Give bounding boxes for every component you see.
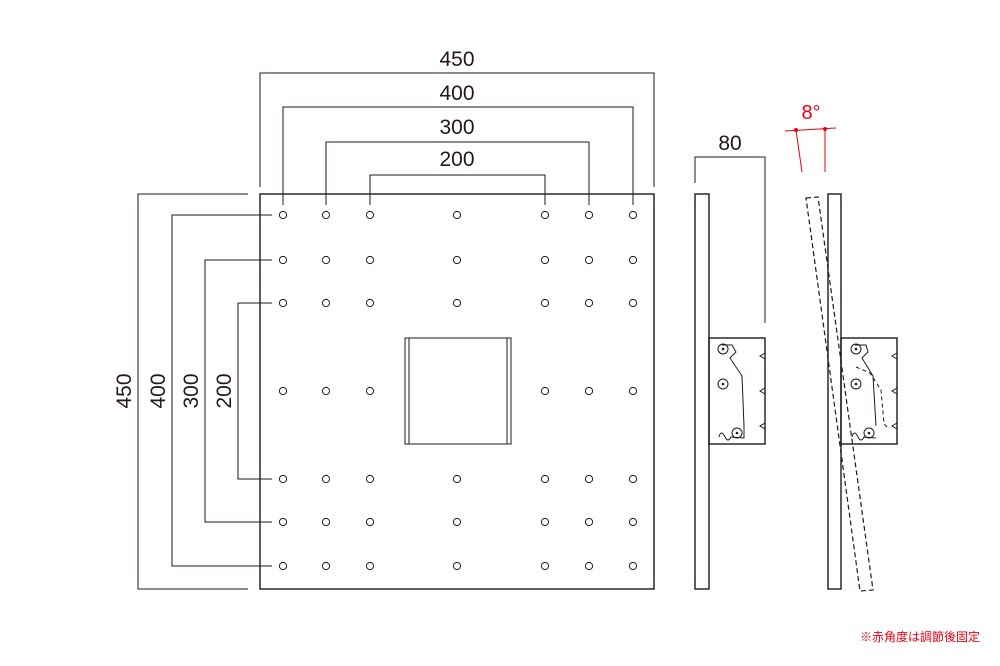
mounting-hole	[540, 561, 550, 571]
left-dimension-300: 300	[180, 259, 272, 523]
mounting-hole	[540, 210, 550, 220]
mounting-hole	[321, 474, 331, 484]
mounting-hole	[584, 386, 594, 396]
dim-label: 450	[113, 373, 136, 408]
mounting-hole	[321, 517, 331, 527]
dim-label: 450	[439, 48, 474, 71]
side-view: 80	[694, 132, 766, 590]
mounting-hole	[540, 386, 550, 396]
mounting-hole	[365, 474, 375, 484]
left-dimension-450: 450	[113, 193, 248, 590]
mounting-hole	[365, 561, 375, 571]
mounting-hole	[452, 517, 462, 527]
dim-label: 400	[147, 373, 170, 408]
left-dimension-400: 400	[147, 214, 272, 567]
dim-label: 400	[439, 82, 474, 105]
dim-label: 200	[213, 373, 236, 408]
mounting-hole	[628, 474, 638, 484]
mounting-hole	[321, 561, 331, 571]
angle-label: 8°	[801, 102, 820, 124]
mounting-hole	[321, 255, 331, 265]
mounting-hole	[321, 386, 331, 396]
mounting-hole	[365, 210, 375, 220]
mounting-hole	[365, 386, 375, 396]
mounting-hole	[628, 210, 638, 220]
top-dimension-200: 200	[369, 148, 546, 205]
center-opening	[404, 337, 512, 445]
mounting-hole	[584, 561, 594, 571]
mounting-hole	[628, 517, 638, 527]
dim-label: 300	[180, 373, 203, 408]
mounting-hole	[278, 210, 288, 220]
mounting-hole	[628, 561, 638, 571]
angle-indicator	[784, 127, 837, 173]
dim-label: 300	[439, 116, 474, 139]
hole-grid	[278, 210, 638, 571]
mounting-hole	[540, 474, 550, 484]
mounting-hole	[452, 561, 462, 571]
top-dimension-300: 300	[325, 116, 590, 205]
bracket-hook	[717, 343, 766, 441]
mounting-hole	[584, 255, 594, 265]
mounting-hole	[452, 298, 462, 308]
tilted-plate-outline	[805, 196, 874, 592]
mounting-hole	[365, 298, 375, 308]
mounting-hole	[584, 517, 594, 527]
mounting-hole	[452, 210, 462, 220]
mounting-hole	[628, 255, 638, 265]
mounting-hole	[278, 517, 288, 527]
mounting-hole	[278, 386, 288, 396]
mounting-hole	[540, 298, 550, 308]
note-text: ※赤角度は調節後固定	[860, 629, 980, 644]
mounting-hole	[365, 517, 375, 527]
mounting-hole	[365, 255, 375, 265]
mounting-hole	[278, 255, 288, 265]
mounting-hole	[584, 474, 594, 484]
mounting-hole	[278, 298, 288, 308]
mounting-hole	[278, 561, 288, 571]
mounting-hole	[278, 474, 288, 484]
mounting-hole	[540, 517, 550, 527]
dim-label: 200	[439, 148, 474, 171]
mounting-hole	[584, 210, 594, 220]
mounting-hole	[628, 298, 638, 308]
mounting-hole	[452, 255, 462, 265]
mounting-hole	[540, 255, 550, 265]
top-dimension-400: 400	[282, 82, 634, 205]
top-dimension-450: 450	[259, 48, 655, 187]
mounting-hole	[321, 210, 331, 220]
front-plate	[259, 193, 655, 590]
tilt-view: 8°	[784, 102, 898, 592]
mounting-hole	[452, 474, 462, 484]
mounting-hole	[321, 298, 331, 308]
mounting-hole	[628, 386, 638, 396]
left-dimension-200: 200	[213, 302, 272, 480]
depth-dimension-label: 80	[718, 132, 741, 155]
mounting-hole	[584, 298, 594, 308]
